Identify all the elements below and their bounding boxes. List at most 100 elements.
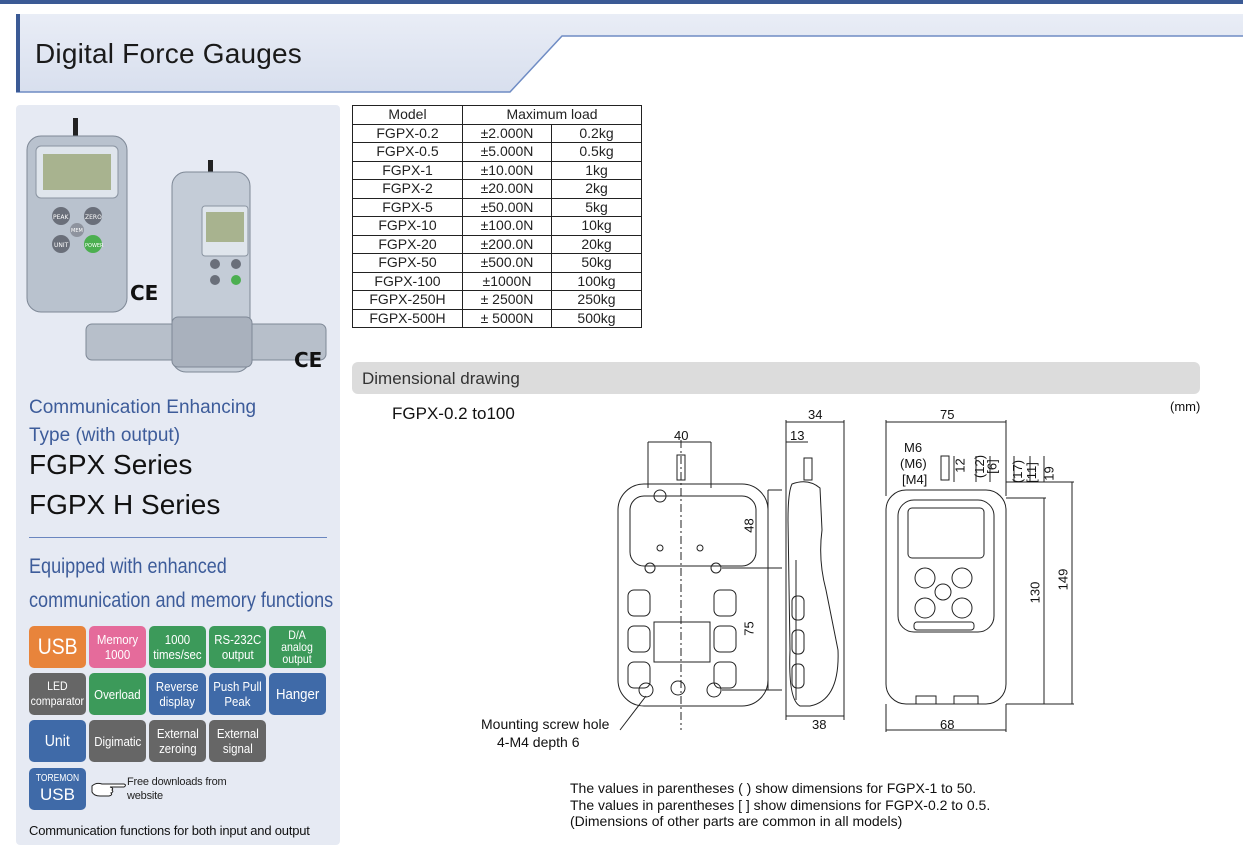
table-cell-kg: 10kg: [551, 216, 642, 236]
front-label-window: [653, 621, 711, 663]
pointing-hand-icon: [91, 782, 126, 797]
device-key-peak: PEAK: [53, 214, 70, 221]
dim-130: 130: [1027, 581, 1043, 604]
table-cell-newton: ±10.00N: [462, 160, 552, 180]
free-download-line2: website: [127, 790, 163, 802]
dim-13: 13: [790, 428, 805, 443]
header-banner-shape: [16, 14, 1243, 93]
table-cell-newton: ±500.0N: [462, 253, 552, 273]
table-cell-model: FGPX-100: [352, 271, 463, 291]
badge-memory: Memory 1000: [89, 626, 146, 668]
table-cell-model: FGPX-50: [352, 253, 463, 273]
comm-type-title-line2: Type (with output): [29, 425, 181, 446]
comm-type-title: Communication Enhancing Type (with outpu…: [29, 394, 329, 450]
front-hole-1: [656, 544, 664, 552]
comm-type-title-line1: Communication Enhancing: [29, 397, 257, 418]
toremon-label: TOREMON: [35, 773, 80, 784]
table-cell-newton: ±2.000N: [462, 123, 552, 143]
ce-mark-2: CE: [294, 348, 322, 372]
badge-overload: Overload: [89, 673, 146, 715]
table-cell-newton: ±5.000N: [462, 142, 552, 162]
table-cell-newton: ±1000N: [462, 271, 552, 291]
device-key-power: POWER: [85, 243, 104, 249]
free-download-note: Free downloads from website: [127, 775, 237, 803]
mounting-hole-right: [706, 682, 722, 698]
front-hole-2: [696, 544, 704, 552]
dimensional-drawing: [617, 420, 1074, 732]
table-cell-model: FGPX-500H: [352, 308, 463, 328]
table-cell-kg: 1kg: [551, 160, 642, 180]
table-cell-kg: 20kg: [551, 234, 642, 254]
dim-48: 48: [741, 518, 757, 533]
feature-headline-line1: Equipped with enhanced: [29, 555, 227, 578]
badge-hanger: Hanger: [269, 673, 326, 715]
dim-12: 12: [952, 458, 968, 473]
front-screw-right: [710, 562, 722, 574]
front-screw-left: [644, 562, 656, 574]
page-header: [0, 6, 1243, 94]
dim-m4-bracket: [M4]: [902, 472, 928, 487]
badge-digimatic: Digimatic: [89, 720, 146, 762]
ce-mark-1: CE: [130, 281, 158, 305]
badge-external-signal: External signal: [209, 720, 266, 762]
dim-68: 68: [940, 717, 955, 732]
series-name-fgpx-h: FGPX H Series: [29, 489, 221, 520]
toremon-usb-badge: TOREMON USB: [29, 768, 86, 810]
dim-34: 34: [808, 407, 823, 422]
dimensional-drawing-title: Dimensional drawing: [362, 369, 520, 388]
table-cell-newton: ±50.00N: [462, 197, 552, 217]
page-title: Digital Force Gauges: [35, 38, 303, 69]
dim-38: 38: [812, 717, 827, 732]
mounting-hole-spec: 4-M4 depth 6: [497, 734, 580, 750]
front-upper-frame: [629, 495, 757, 567]
table-cell-kg: 500kg: [551, 308, 642, 328]
dim-149: 149: [1055, 568, 1071, 591]
badge-external-zeroing: External zeroing: [149, 720, 206, 762]
badge-reverse-display: Reverse display: [149, 673, 206, 715]
table-cell-model: FGPX-0.2: [352, 123, 463, 143]
table-cell-kg: 0.2kg: [551, 123, 642, 143]
dim-40: 40: [674, 428, 689, 443]
dim-6-bracket: [6]: [984, 459, 1000, 474]
table-cell-newton: ± 5000N: [462, 308, 552, 328]
table-cell-newton: ±20.00N: [462, 179, 552, 199]
side-connector: [803, 457, 813, 481]
dim-m6: M6: [904, 440, 923, 455]
back-display: [907, 507, 985, 559]
badge-unit: Unit: [29, 720, 86, 762]
table-cell-kg: 50kg: [551, 253, 642, 273]
table-cell-newton: ±100.0N: [462, 216, 552, 236]
unit-label: (mm): [1170, 399, 1201, 414]
table-cell-kg: 5kg: [551, 197, 642, 217]
dim-11-bracket: [11]: [1023, 462, 1039, 483]
front-screw-top: [653, 489, 667, 503]
mounting-hole-center: [670, 680, 686, 696]
side-body: [787, 481, 839, 707]
mounting-hole-left: [638, 682, 654, 698]
note-brackets: The values in parentheses [ ] show dimen…: [570, 796, 991, 813]
table-cell-kg: 2kg: [551, 179, 642, 199]
device-key-zero: ZERO: [85, 214, 102, 221]
back-connector: [940, 455, 950, 481]
dim-19: 19: [1041, 466, 1057, 481]
note-common: (Dimensions of other parts are common in…: [570, 813, 903, 829]
back-panel: [897, 499, 995, 633]
dim-m6-paren: (M6): [900, 456, 927, 471]
table-cell-model: FGPX-250H: [352, 290, 463, 310]
table-cell-newton: ± 2500N: [462, 290, 552, 310]
mounting-hole-label: Mounting screw hole: [481, 716, 610, 732]
table-cell-kg: 250kg: [551, 290, 642, 310]
dimension-notes: The values in parentheses ( ) show dimen…: [570, 780, 990, 830]
badge-push-pull-peak: Push Pull Peak: [209, 673, 266, 715]
table-header-model: Model: [352, 105, 463, 125]
badge-da-output: D/A analog output: [269, 626, 326, 668]
drawing-model-range: FGPX-0.2 to100: [392, 404, 515, 423]
dim-75-width: 75: [940, 407, 955, 422]
note-parentheses: The values in parentheses ( ) show dimen…: [570, 780, 977, 796]
